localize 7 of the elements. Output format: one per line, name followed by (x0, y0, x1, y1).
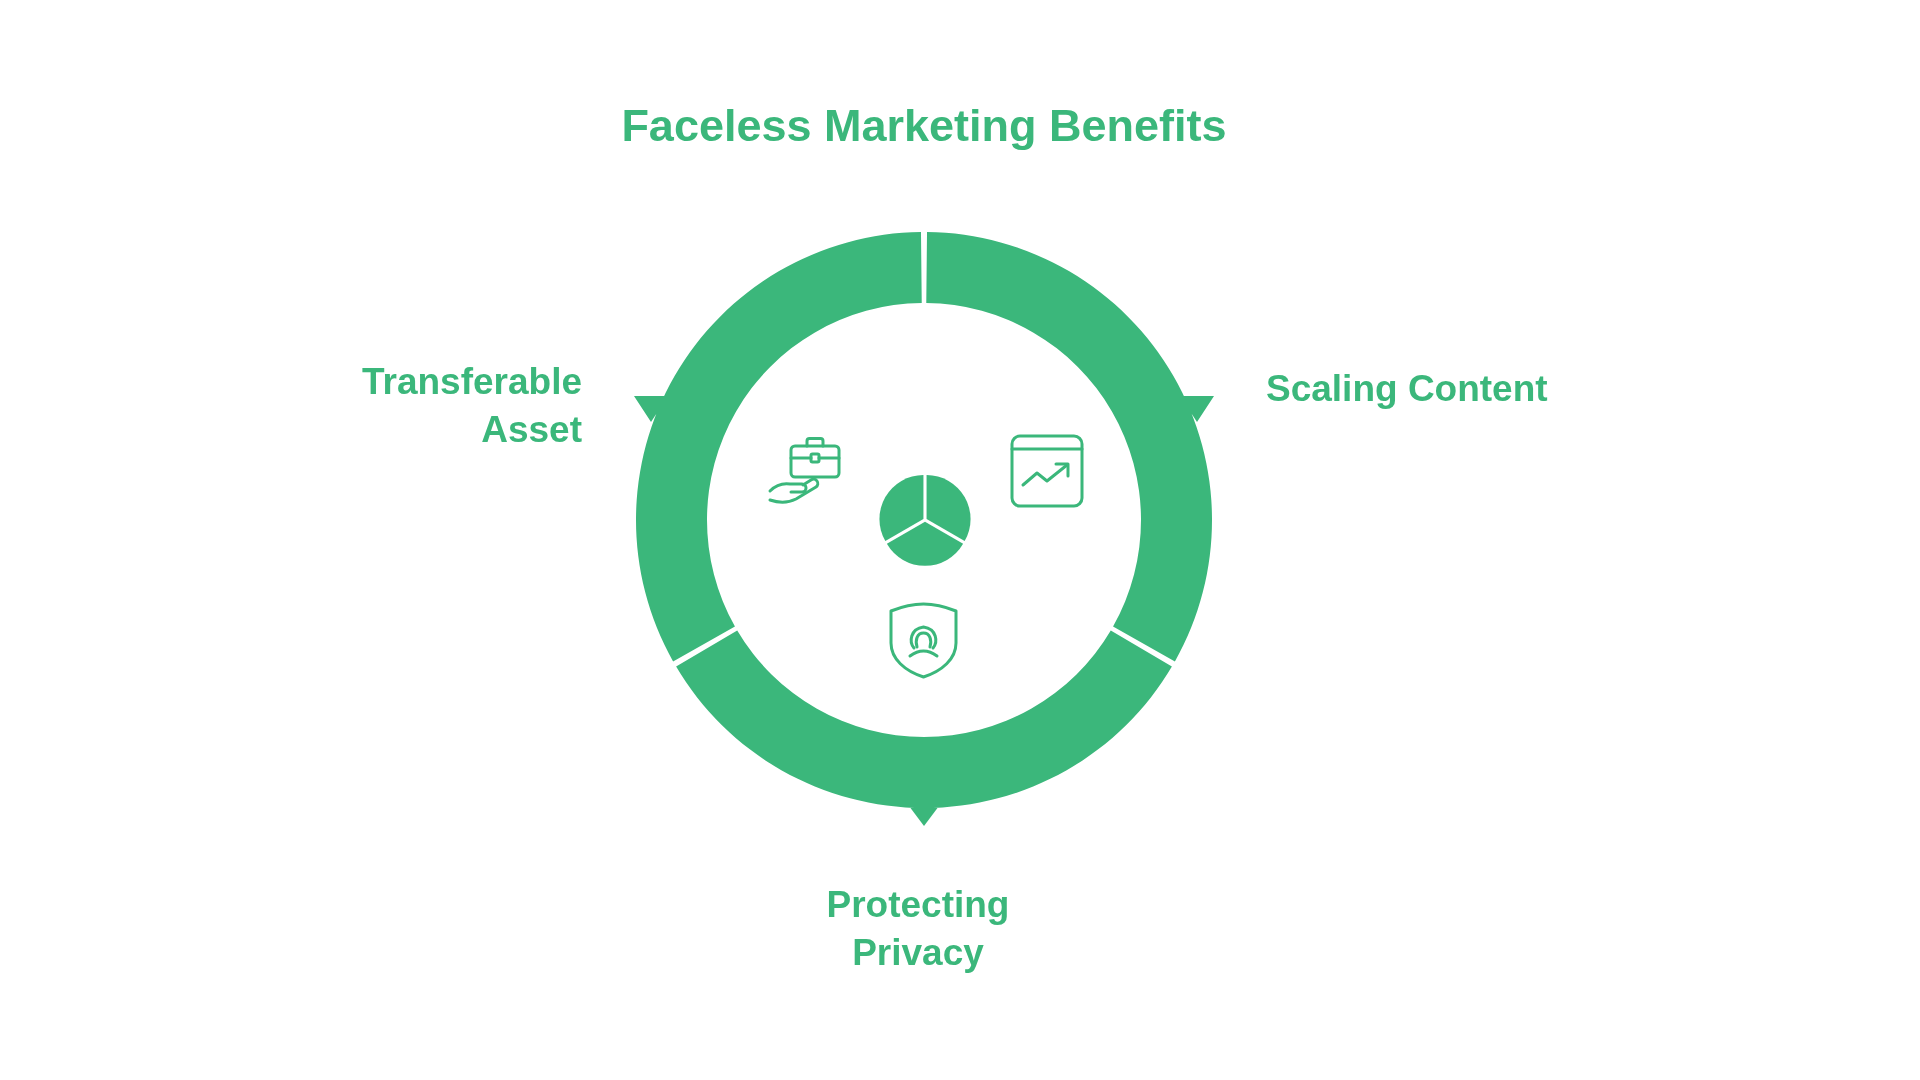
ring-segment (676, 630, 1172, 826)
title: Faceless Marketing Benefits (620, 99, 1228, 153)
ring-segment (634, 232, 922, 662)
segment-label: Scaling Content (1266, 367, 1548, 411)
segment-label: Protecting Privacy (825, 883, 1011, 975)
ring-segment (926, 232, 1214, 662)
segment-label: Transferable Asset (360, 360, 582, 452)
